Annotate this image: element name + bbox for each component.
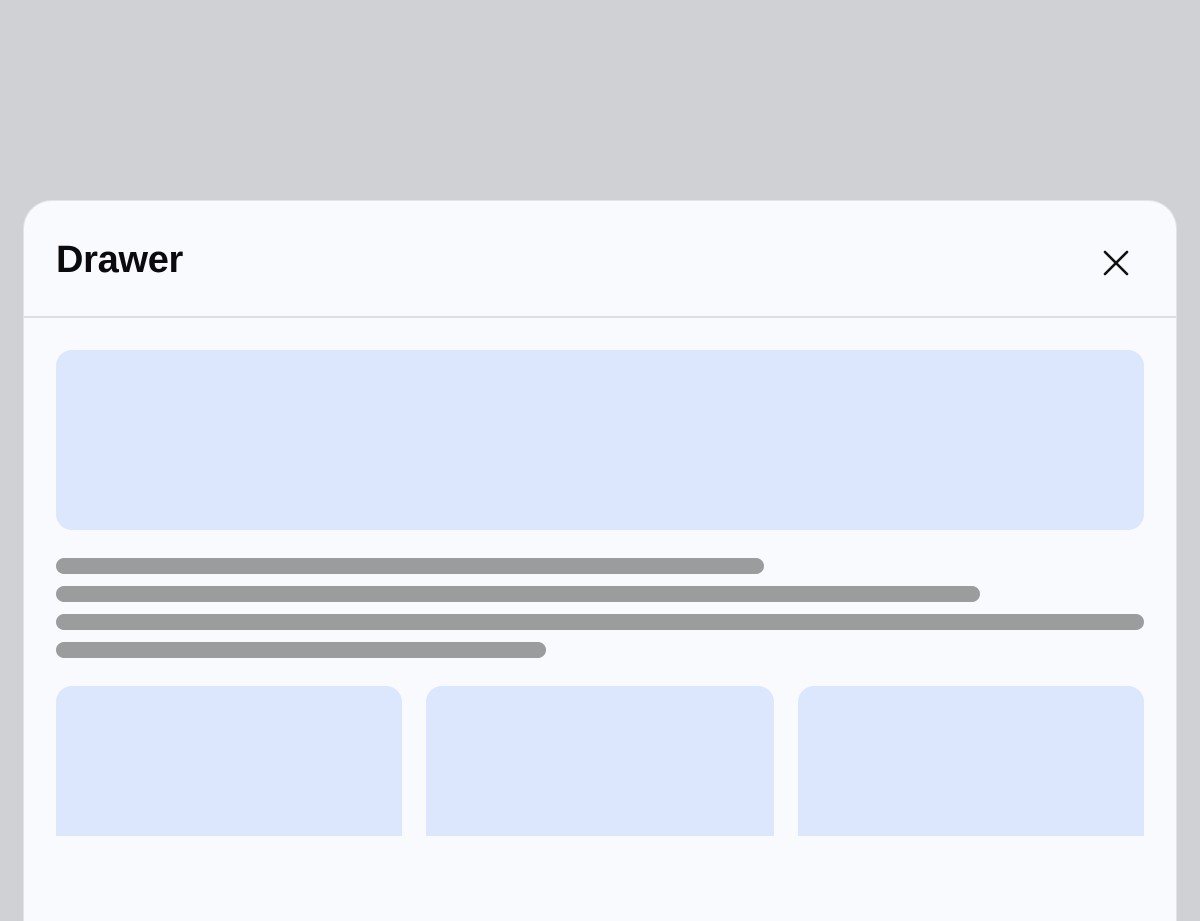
drawer-header: Drawer	[24, 201, 1176, 318]
skeleton-text-line	[56, 558, 764, 574]
drawer-panel: Drawer	[24, 201, 1176, 921]
skeleton-text-line	[56, 586, 980, 602]
card-placeholder	[426, 686, 774, 836]
hero-image-placeholder	[56, 350, 1144, 530]
card-placeholder	[56, 686, 402, 836]
drawer-title: Drawer	[56, 239, 184, 281]
skeleton-text-line	[56, 642, 546, 658]
close-button[interactable]	[1090, 237, 1142, 289]
card-placeholder	[798, 686, 1144, 836]
skeleton-text-line	[56, 614, 1144, 630]
close-icon	[1103, 250, 1129, 276]
